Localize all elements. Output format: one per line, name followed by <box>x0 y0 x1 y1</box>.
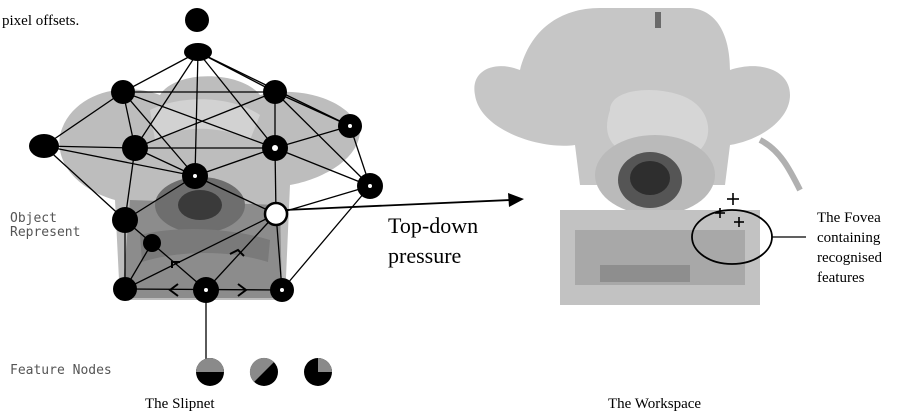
arrow-label-line2: pressure <box>388 245 461 267</box>
node-bottom-center-dot <box>204 288 208 292</box>
node-highlighted <box>265 203 287 225</box>
feature-nodes <box>196 358 332 386</box>
slipnet-caption: The Slipnet <box>145 397 215 412</box>
node-bottom-right-dot <box>280 288 284 292</box>
fovea-label-line3: recognised <box>817 251 882 266</box>
node-bottom-left <box>113 277 137 301</box>
node-upper-left <box>111 80 135 104</box>
node-center-dot <box>193 174 197 178</box>
node-top <box>184 43 212 61</box>
fovea-label-line2: containing <box>817 231 880 246</box>
node-isolated-top <box>185 8 209 32</box>
fovea-label-line4: features <box>817 271 864 286</box>
node-mid-right-dot <box>272 145 278 151</box>
feature-node-2 <box>250 358 278 386</box>
node-small <box>143 234 161 252</box>
object-representation-label-line2: Represent <box>10 226 80 239</box>
workspace-caption: The Workspace <box>608 397 701 412</box>
feature-node-3 <box>304 358 332 386</box>
node-lower-left <box>112 207 138 233</box>
header-fragment: pixel offsets. <box>2 14 79 29</box>
arrow-label-line1: Top-down <box>388 215 478 237</box>
node-far-right-dot <box>368 184 372 188</box>
node-far-left <box>29 134 59 158</box>
node-right-dot <box>348 124 352 128</box>
object-representation-label-line1: Object <box>10 212 57 225</box>
node-mid-left <box>122 135 148 161</box>
feature-node-1 <box>196 358 224 386</box>
fovea-label-line1: The Fovea <box>817 211 881 226</box>
node-upper-right <box>263 80 287 104</box>
feature-nodes-label: Feature Nodes <box>10 364 112 377</box>
top-down-arrow <box>285 193 524 210</box>
